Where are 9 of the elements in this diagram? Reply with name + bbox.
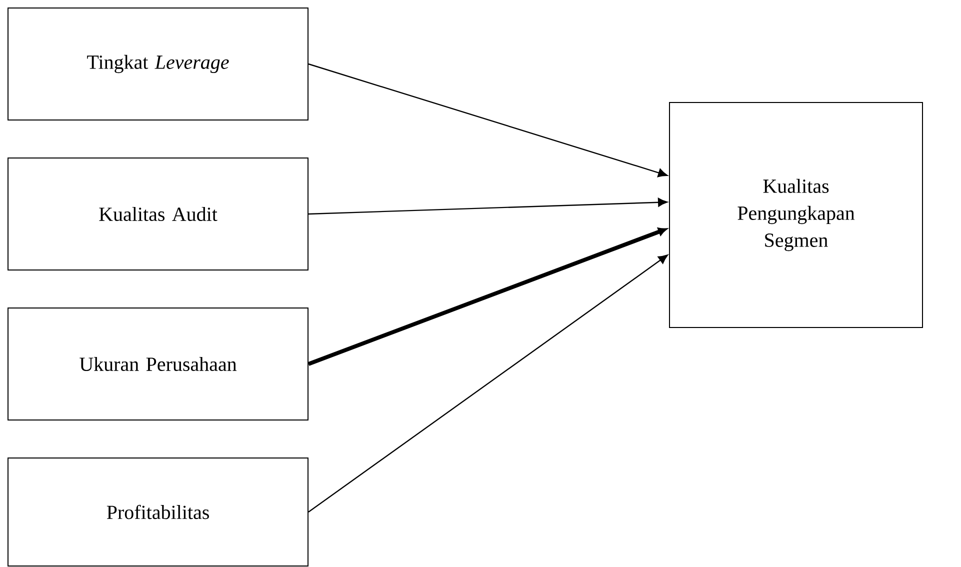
arrow	[308, 198, 668, 215]
arrow	[308, 254, 668, 512]
box: Ukuran Perusahaan	[8, 308, 308, 420]
arrow	[308, 63, 668, 178]
box: Profitabilitas	[8, 458, 308, 566]
box: Tingkat Leverage	[8, 8, 308, 120]
arrow	[308, 228, 667, 366]
box: Kualitas Pengungkapan Segmen	[669, 102, 923, 328]
box: Kualitas Audit	[8, 158, 308, 270]
